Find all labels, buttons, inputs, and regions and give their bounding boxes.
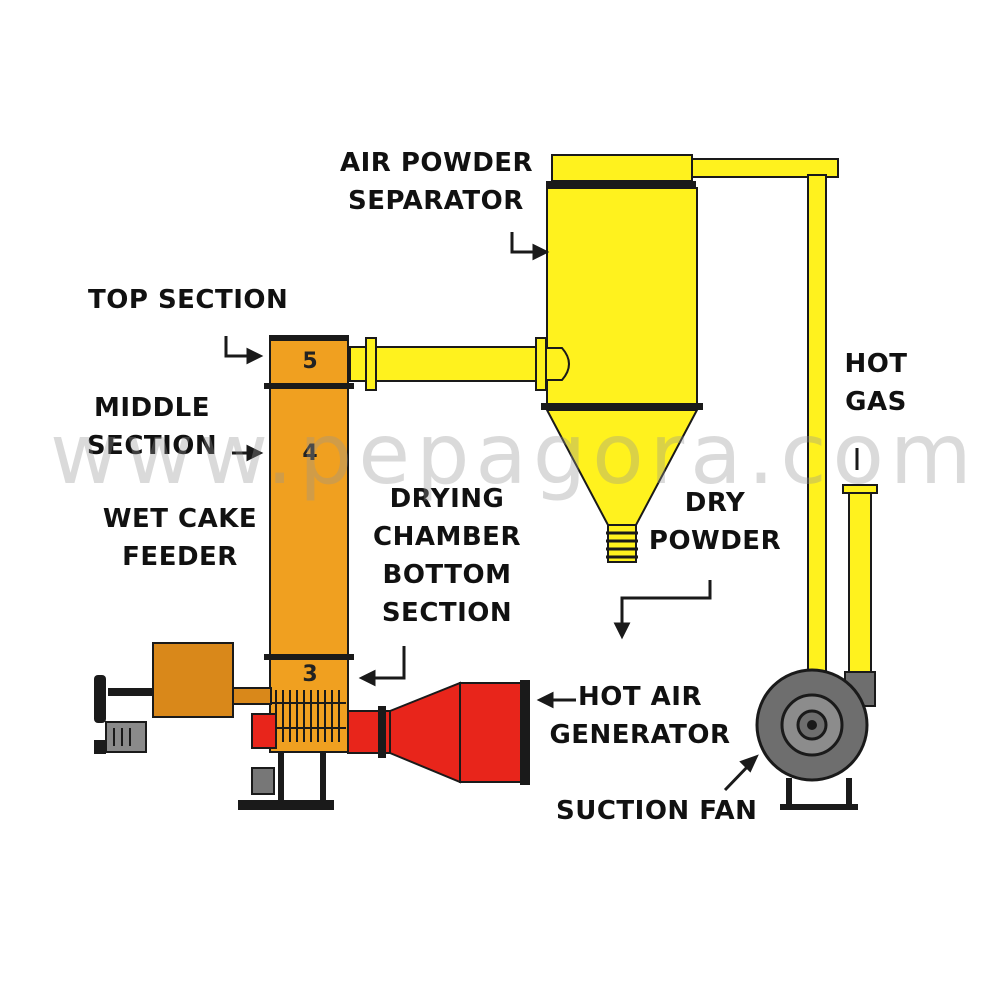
separator-pointer: [510, 232, 538, 254]
section-number-bottom: 3: [302, 662, 318, 687]
suction-fan-pointer: [723, 762, 752, 792]
hot-gas-label: HOT GAS: [844, 349, 908, 417]
drying-chamber-bottom-section-label: DRYING CHAMBER BOTTOM SECTION: [373, 484, 521, 628]
transfer-pipe: [349, 337, 570, 391]
top-section-pointer: [224, 336, 252, 358]
suction-fan-label: SUCTION FAN: [556, 796, 758, 826]
wet-cake-feeder-label: WET CAKE FEEDER: [102, 504, 258, 572]
hot-air-generator-label: HOT AIR GENERATOR: [549, 682, 731, 750]
separator-pointer-head: [532, 243, 550, 261]
suction-fan-pointer-head: [739, 754, 759, 773]
bottom-section-pointer-head: [358, 669, 376, 687]
dry-powder-label: DRY POWDER: [648, 488, 782, 556]
air-powder-separator-label: AIR POWDER SEPARATOR: [340, 148, 534, 216]
suction-fan: [755, 668, 876, 810]
bottom-section-pointer: [370, 646, 406, 680]
dry-powder-pointer-head: [613, 622, 631, 640]
watermark: www.pepagora.com: [50, 405, 978, 503]
air-powder-separator: [541, 154, 703, 563]
dry-powder-pointer: [620, 580, 712, 628]
drying-chamber: [238, 335, 354, 810]
section-number-middle: 4: [302, 441, 318, 466]
pointer-arrows: [224, 232, 859, 792]
section-number-top: 5: [302, 349, 318, 374]
wet-cake-feeder: [94, 642, 272, 754]
hot-gas-outlet: [842, 484, 878, 686]
top-section-pointer-head: [246, 347, 264, 365]
middle-section-pointer-head: [246, 444, 264, 462]
hot-air-pointer-head: [536, 691, 554, 709]
top-section-label: TOP SECTION: [88, 285, 289, 315]
hot-gas-duct: [691, 158, 839, 696]
hot-air-generator: [251, 680, 530, 785]
middle-section-label: MIDDLE SECTION: [86, 393, 218, 461]
